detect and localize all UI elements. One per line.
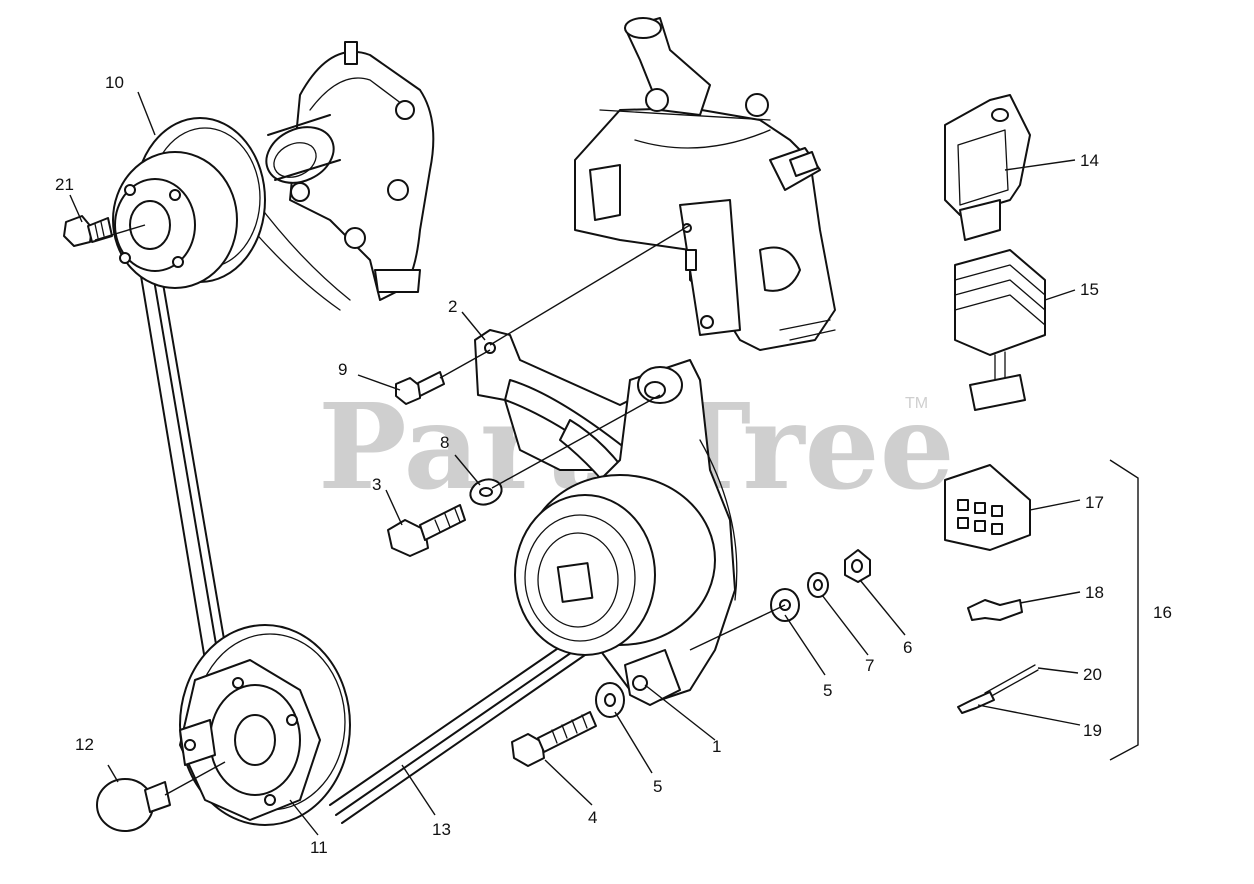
bolt-21[interactable]	[63, 215, 113, 247]
bolt-3[interactable]	[387, 504, 466, 557]
callout-3[interactable]: 3	[372, 475, 381, 494]
group-16-bracket	[1109, 459, 1139, 761]
bolt-4[interactable]	[511, 711, 597, 767]
v-belt[interactable]	[139, 265, 586, 824]
callout-10[interactable]: 10	[105, 73, 124, 92]
callout-4[interactable]: 4	[588, 808, 597, 827]
bolt-12[interactable]	[96, 778, 171, 832]
callout-labels: 10 21 2 9 8 3 14 15 17 18 16 20 19 6 7 5…	[55, 73, 1172, 857]
regulator-14[interactable]	[944, 94, 1031, 241]
wire-20[interactable]	[957, 664, 1039, 714]
callout-14[interactable]: 14	[1080, 151, 1099, 170]
watermark-trademark: TM	[905, 395, 928, 412]
nut-6[interactable]	[844, 549, 871, 583]
callout-18[interactable]: 18	[1085, 583, 1104, 602]
water-pump	[239, 41, 435, 311]
leader-lines	[69, 91, 1081, 836]
callout-16[interactable]: 16	[1153, 603, 1172, 622]
callout-1[interactable]: 1	[712, 737, 721, 756]
callout-17[interactable]: 17	[1085, 493, 1104, 512]
callout-11[interactable]: 11	[310, 838, 328, 857]
lock-washer-7[interactable]	[807, 572, 829, 598]
callout-21[interactable]: 21	[55, 175, 74, 194]
callout-19[interactable]: 19	[1083, 721, 1102, 740]
engine-block	[574, 17, 836, 351]
callout-15[interactable]: 15	[1080, 280, 1099, 299]
water-pump-pulley[interactable]	[112, 117, 266, 289]
callout-2[interactable]: 2	[448, 297, 457, 316]
callout-7[interactable]: 7	[865, 656, 874, 675]
rectifier-15[interactable]	[954, 249, 1046, 411]
callout-5-lower[interactable]: 5	[653, 777, 662, 796]
callout-20[interactable]: 20	[1083, 665, 1102, 684]
bolt-9[interactable]	[395, 371, 445, 405]
callout-8[interactable]: 8	[440, 433, 449, 452]
callout-5-upper[interactable]: 5	[823, 681, 832, 700]
washer-8[interactable]	[467, 475, 505, 508]
callout-12[interactable]: 12	[75, 735, 94, 754]
washer-5-lower[interactable]	[595, 682, 625, 718]
crankshaft-pulley[interactable]	[179, 624, 351, 826]
callout-6[interactable]: 6	[903, 638, 912, 657]
connector-17[interactable]	[944, 464, 1031, 551]
callout-9[interactable]: 9	[338, 360, 347, 379]
alternator[interactable]	[514, 359, 738, 706]
callout-13[interactable]: 13	[432, 820, 451, 839]
terminal-18[interactable]	[967, 599, 1023, 621]
